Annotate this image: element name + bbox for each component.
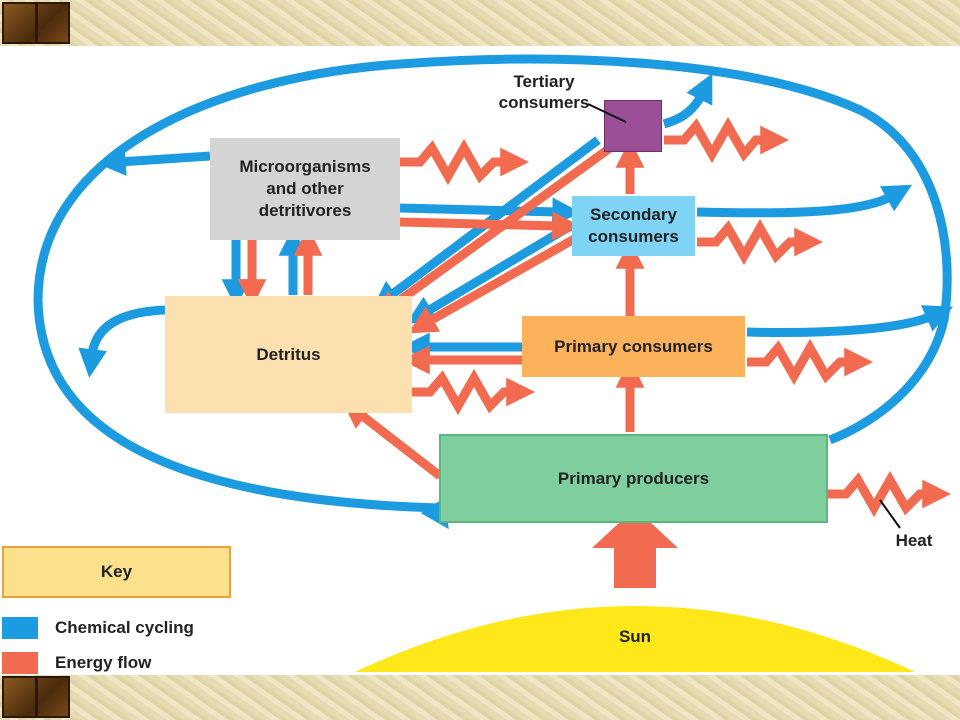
primary-consumers-box: Primary consumers [522, 316, 745, 377]
secondary-consumers-label: Secondary consumers [588, 205, 679, 246]
detritus-label: Detritus [256, 344, 321, 364]
tertiary-consumers-box [604, 100, 662, 152]
background-texture-bottom [0, 675, 960, 720]
chemical-cycling-swatch [2, 617, 38, 639]
key-box: Key [2, 546, 231, 598]
primary-producers-label: Primary producers [557, 468, 710, 488]
detritus-box: Detritus [165, 296, 412, 413]
primary-consumers-label: Primary consumers [554, 336, 713, 356]
decorative-tile-bottom [2, 676, 70, 718]
primary-producers-box: Primary producers [439, 434, 828, 523]
microorganisms-label: Microorganisms and other detritivores [239, 157, 371, 220]
key-title: Key [100, 562, 133, 581]
sun-energy-arrow [592, 508, 678, 588]
background-texture-top [0, 0, 960, 46]
tertiary-consumers-label: Tertiary consumers [498, 72, 590, 112]
heat-leader-line [879, 499, 901, 529]
sun-label: Sun [618, 627, 652, 646]
heat-arrows [400, 116, 952, 518]
decorative-tile-top [2, 2, 70, 44]
heat-label: Heat [895, 531, 933, 550]
chemical-cycle-loop [33, 54, 952, 530]
secondary-consumers-box: Secondary consumers [572, 196, 695, 256]
sun-shape [355, 606, 915, 672]
chemical-cycling-arrows [78, 73, 954, 378]
tertiary-leader-line [587, 103, 627, 123]
chemical-cycling-key-label: Chemical cycling [55, 618, 194, 637]
energy-flow-swatch [2, 652, 38, 674]
microorganisms-box: Microorganisms and other detritivores [210, 138, 400, 240]
energy-flow-arrows [237, 138, 645, 480]
energy-flow-key-label: Energy flow [55, 653, 152, 672]
